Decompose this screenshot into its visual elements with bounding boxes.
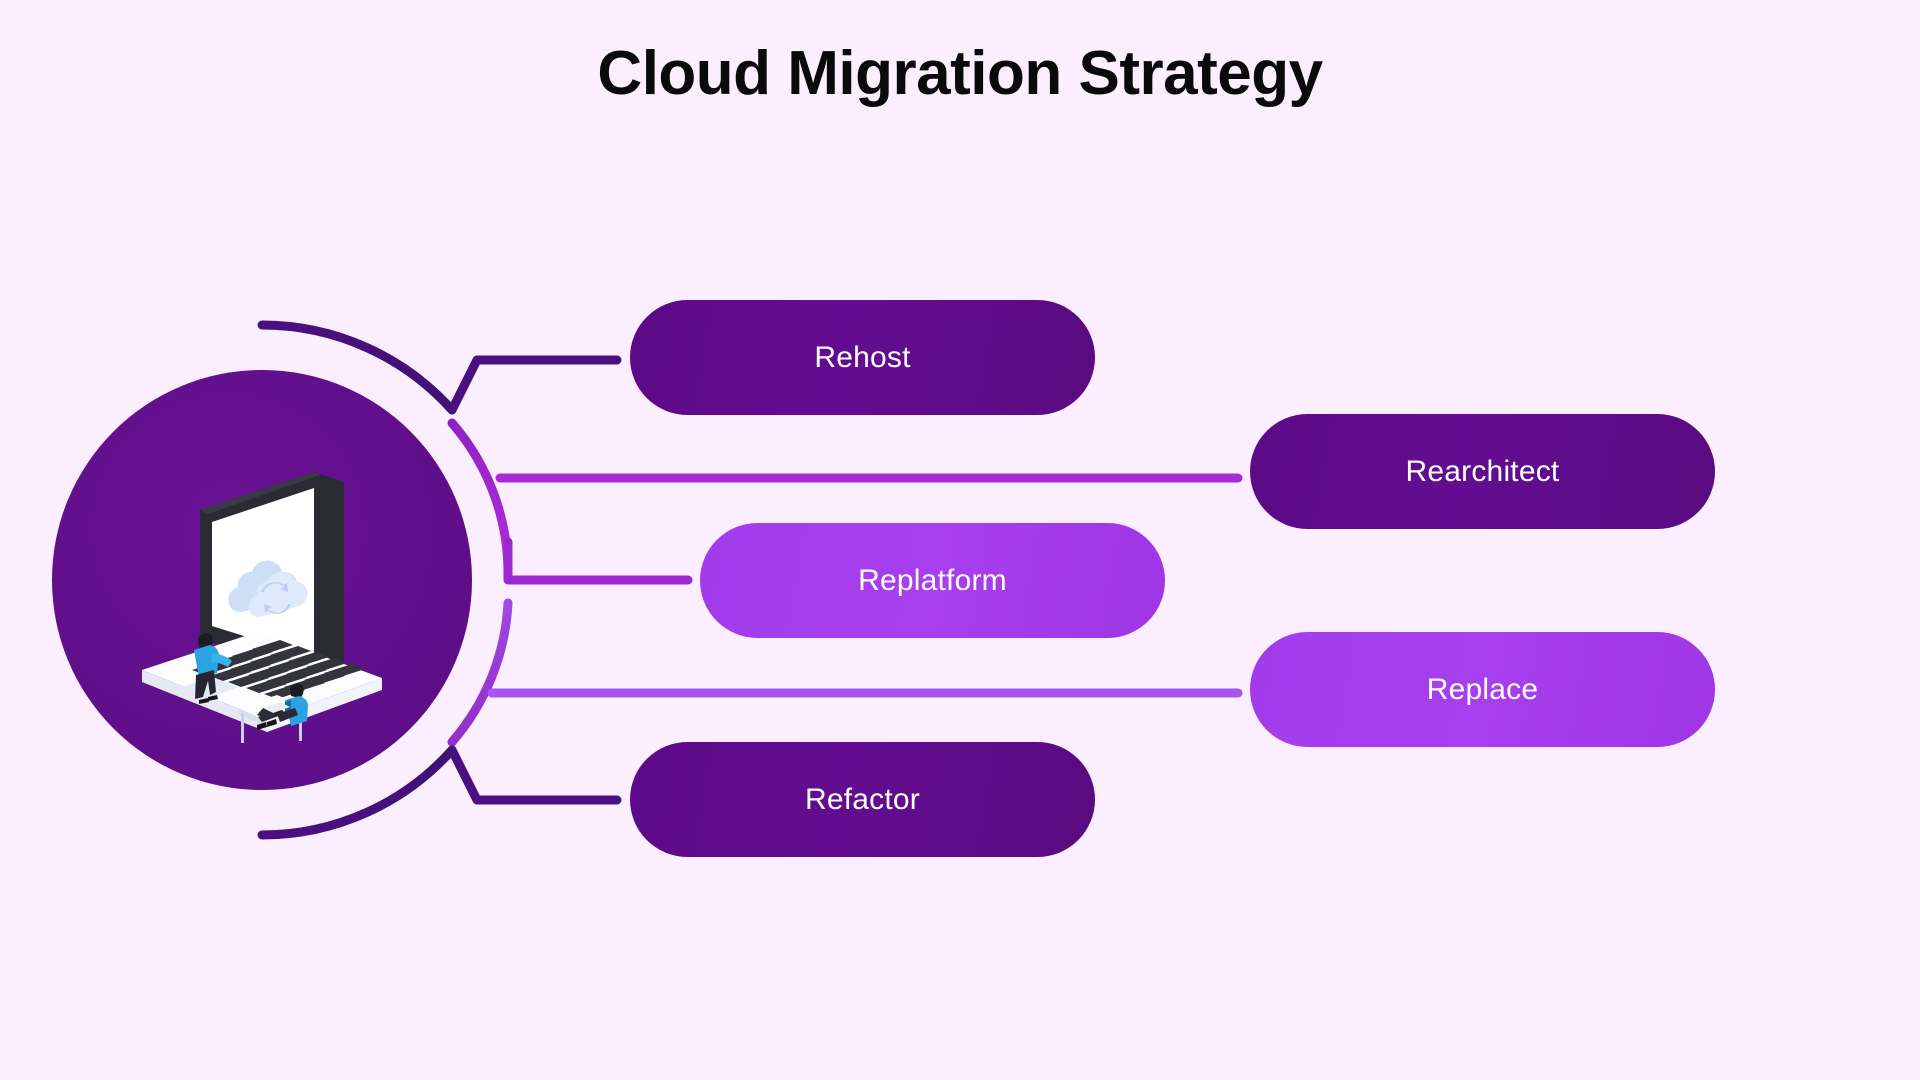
- branch-label-replace: Replace: [1426, 672, 1539, 706]
- branch-pill-replatform[interactable]: Replatform: [700, 523, 1165, 638]
- branch-label-rehost: Rehost: [814, 340, 911, 374]
- connector-refactor: [447, 745, 622, 805]
- connector-rehost: [447, 355, 622, 415]
- branch-pill-rearchitect[interactable]: Rearchitect: [1250, 414, 1715, 529]
- arc-lower-inner: [447, 598, 513, 747]
- page-title: Cloud Migration Strategy: [597, 39, 1323, 108]
- isometric-laptop-cloud-sync-icon: [142, 472, 382, 743]
- hub-illustration: [52, 370, 472, 790]
- branch-pill-rehost[interactable]: Rehost: [630, 300, 1095, 415]
- arc-bottom-outer: [257, 745, 457, 840]
- arc-top-outer: [257, 320, 457, 415]
- connector-replatform: [503, 537, 693, 585]
- branch-pill-refactor[interactable]: Refactor: [630, 742, 1095, 857]
- branch-label-refactor: Refactor: [805, 782, 920, 816]
- branch-pill-replace[interactable]: Replace: [1250, 632, 1715, 747]
- branch-label-replatform: Replatform: [858, 563, 1007, 597]
- branch-label-rearchitect: Rearchitect: [1405, 454, 1560, 488]
